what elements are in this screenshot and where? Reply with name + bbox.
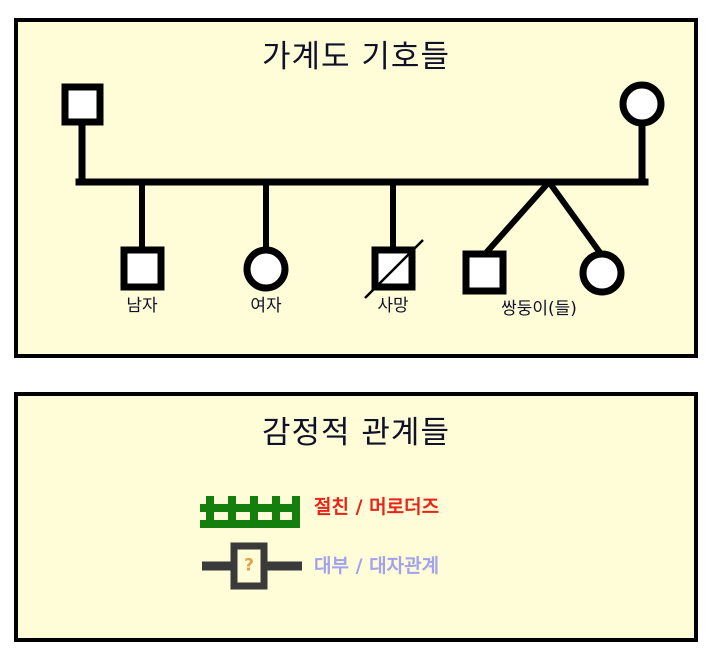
relations-legend-icons <box>200 496 302 590</box>
deceased-slash-icon <box>364 239 424 299</box>
twin-fork-lines <box>482 180 604 256</box>
symbol-label-twins: 쌍둥이(들) <box>501 299 577 319</box>
father-square-symbol <box>61 83 104 126</box>
child-drop-lines <box>139 182 396 250</box>
symbol-label-deceased: 사망 <box>377 296 409 316</box>
male-square-symbol <box>120 246 165 291</box>
question-box-line-icon <box>202 542 302 590</box>
genogram-diagram <box>61 81 665 299</box>
female-circle-symbol <box>243 246 289 292</box>
couple-connector <box>75 116 649 186</box>
symbol-label-male: 남자 <box>126 296 158 316</box>
relations-title: 감정적 관계들 <box>262 415 450 451</box>
twin-square-symbol <box>462 250 507 295</box>
legend-label-godparent: 대부 / 대자관계 <box>314 555 440 577</box>
genogram-panel: 가계도 기호들 <box>14 18 698 358</box>
page-title: 가계도 기호들 <box>262 39 450 75</box>
green-fence-line-icon <box>200 496 300 528</box>
legend-label-best-friends: 절친 / 머로더즈 <box>314 496 440 518</box>
question-mark-glyph: ? <box>244 555 254 576</box>
relations-panel: 감정적 관계들 ? 절친 / 머로더즈 대부 / 대자관계 <box>14 392 698 642</box>
mother-circle-symbol <box>619 81 665 127</box>
symbol-label-female: 여자 <box>250 296 282 316</box>
twin-circle-symbol <box>579 250 625 296</box>
